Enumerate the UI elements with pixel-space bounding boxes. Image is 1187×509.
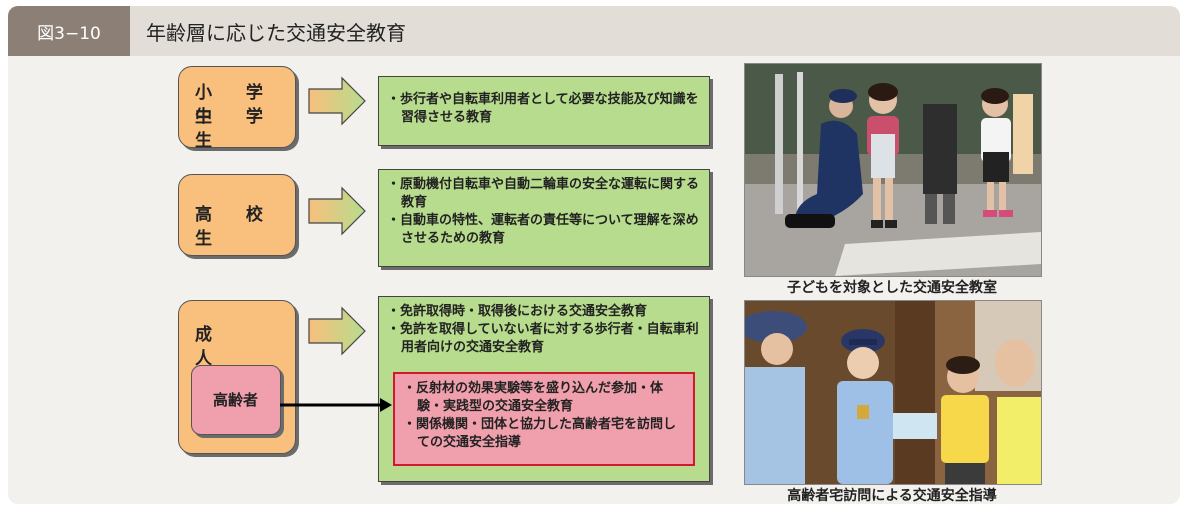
figure-title: 年齢層に応じた交通安全教育	[146, 20, 406, 45]
age-box-elementary-junior: 小 学 生 中 学 生	[178, 66, 296, 151]
education-item: ・関係機関・団体と協力した高齢者宅を訪問しての交通安全指導	[403, 417, 677, 450]
elderly-arrow	[280, 398, 392, 412]
gradient-arrow	[308, 76, 366, 126]
photo-caption: 子どもを対象とした交通安全教室	[787, 280, 997, 296]
age-box-high-school: 高 校 生	[178, 174, 296, 256]
education-item: ・免許取得時・取得後における交通安全教育	[387, 304, 648, 319]
age-label-line: 小 学 生	[195, 83, 277, 127]
gradient-arrow	[308, 306, 366, 356]
children-traffic-class-photo	[744, 63, 1042, 277]
elderly-label: 高齢者	[212, 391, 258, 409]
education-item: ・免許を取得していない者に対する歩行者・自転車利用者向けの交通安全教育	[387, 322, 699, 355]
education-item: ・反射材の効果実験等を盛り込んだ参加・体験・実践型の交通安全教育	[403, 381, 664, 414]
education-item: ・自動車の特性、運転者の責任等について理解を深めさせるための教育	[387, 213, 699, 246]
figure-number: 図3−10	[8, 6, 130, 56]
education-item: ・原動機付自転車や自動二輪車の安全な運転に関する教育	[387, 177, 700, 210]
age-label-line: 中 学 生	[195, 107, 277, 151]
education-box-elderly: ・反射材の効果実験等を盛り込んだ参加・体験・実践型の交通安全教育 ・関係機関・団…	[393, 372, 695, 466]
education-item: ・歩行者や自転車利用者として必要な技能及び知識を習得させる教育	[387, 92, 699, 125]
education-box-high-school: ・原動機付自転車や自動二輪車の安全な運転に関する教育 ・自動車の特性、運転者の責…	[378, 169, 710, 267]
age-label-line: 高 校 生	[195, 205, 277, 249]
elderly-box: 高齢者	[191, 365, 281, 435]
gradient-arrow	[308, 186, 366, 236]
age-box-adult: 成 人 高齢者	[178, 300, 296, 454]
photo-caption: 高齢者宅訪問による交通安全指導	[787, 488, 997, 504]
figure-frame: 図3−10 年齢層に応じた交通安全教育 小 学 生 中 学 生 ・歩行者や自転車…	[8, 6, 1180, 504]
education-box-elementary-junior: ・歩行者や自転車利用者として必要な技能及び知識を習得させる教育	[378, 76, 710, 146]
figure-header: 図3−10 年齢層に応じた交通安全教育	[8, 6, 1180, 56]
age-label-line: 成 人	[195, 325, 288, 369]
elderly-home-visit-photo	[744, 300, 1042, 485]
